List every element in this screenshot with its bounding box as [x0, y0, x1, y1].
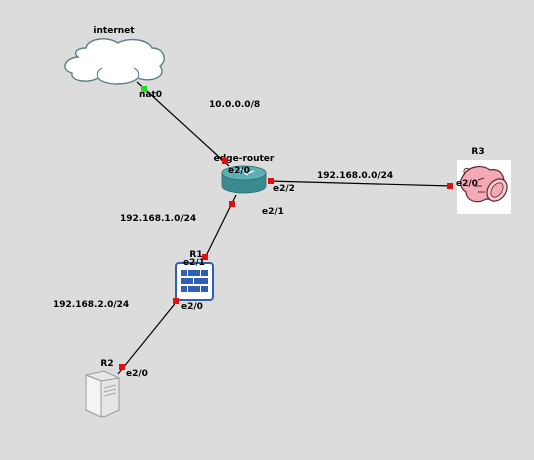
iface-label-r2-e2-0: e2/0	[126, 369, 148, 379]
port-status-r1-e2-0[interactable]	[173, 298, 179, 304]
node-label-edge-router: edge-router	[214, 154, 275, 164]
server-icon	[85, 370, 120, 418]
node-label-r3: R3	[471, 147, 484, 157]
firewall-icon	[175, 262, 214, 301]
node-label-r1: R1	[189, 250, 202, 260]
port-status-r1-e2-1[interactable]	[202, 254, 208, 260]
iface-label-edge-e2-1: e2/1	[262, 207, 284, 217]
iface-label-edge-e2-0: e2/0	[228, 166, 250, 176]
port-status-edge-e2-1[interactable]	[229, 201, 235, 207]
node-r1[interactable]: R1	[175, 250, 214, 301]
iface-label-internet-nat0: nat0	[139, 90, 162, 100]
node-label-r2: R2	[100, 359, 113, 369]
subnet-label-r1-r2: 192.168.2.0/24	[53, 300, 129, 310]
subnet-label-edge-r1: 192.168.1.0/24	[120, 214, 196, 224]
port-status-edge-e2-0[interactable]	[222, 158, 228, 164]
node-internet[interactable]: internet	[64, 26, 165, 85]
link-r1-r2[interactable]	[117, 299, 179, 375]
node-label-internet: internet	[93, 26, 135, 36]
node-r3[interactable]: R3	[457, 147, 511, 214]
node-r2[interactable]: R2	[85, 359, 120, 418]
iface-label-edge-e2-2: e2/2	[273, 184, 295, 194]
iface-label-r1-e2-0: e2/0	[181, 302, 203, 312]
iface-label-r3-e2-0: e2/0	[456, 179, 478, 189]
subnet-label-internet-edge: 10.0.0.0/8	[209, 100, 260, 110]
bell-icon	[460, 166, 508, 203]
port-status-edge-e2-2[interactable]	[268, 178, 274, 184]
port-status-internet-nat0[interactable]	[141, 86, 147, 92]
iface-label-r1-e2-1: e2/1	[183, 258, 205, 268]
router-icon	[221, 165, 267, 194]
cloud-icon	[64, 38, 165, 85]
subnet-label-edge-r3: 192.168.0.0/24	[317, 171, 393, 181]
node-edge-router[interactable]: edge-router	[214, 154, 275, 194]
port-status-r3-e2-0[interactable]	[447, 183, 453, 189]
port-status-r2-e2-0[interactable]	[119, 364, 125, 370]
link-internet-edge[interactable]	[136, 81, 230, 167]
link-edge-r3[interactable]	[267, 180, 453, 187]
